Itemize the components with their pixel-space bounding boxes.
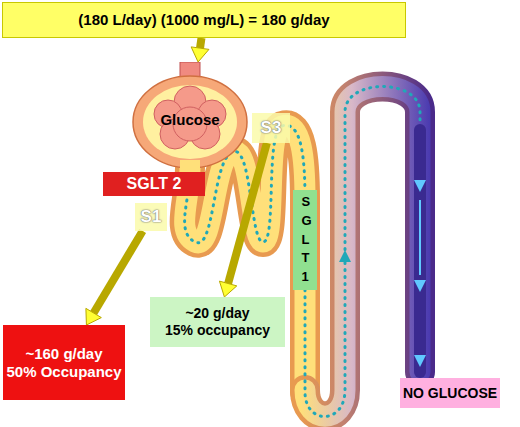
transporter-label: SGLT1 xyxy=(293,190,317,290)
arrow-shaft xyxy=(94,231,143,313)
node-text: 50% Occupancy xyxy=(6,363,121,381)
formula-box: (180 L/day) (1000 mg/L) = 180 g/day xyxy=(2,2,406,38)
segment-label: S1 xyxy=(135,203,167,231)
glucose-flow-dots xyxy=(185,87,420,417)
arrow-head xyxy=(86,308,101,325)
reabsorption-box: ~160 g/day50% Occupancy xyxy=(3,325,125,400)
node-text: (180 L/day) (1000 mg/L) = 180 g/day xyxy=(78,11,329,29)
arrow-shaft xyxy=(228,143,267,284)
arrow-shaft xyxy=(228,143,267,284)
arrow-head xyxy=(191,47,209,62)
arrow-shaft xyxy=(200,38,201,48)
flow-line xyxy=(419,200,421,275)
reabsorption-box: ~20 g/day15% occupancy xyxy=(150,297,285,347)
node-text: S1 xyxy=(141,207,162,227)
arrow-shaft xyxy=(200,38,201,48)
glomerulus: Glucose xyxy=(130,62,250,177)
flow-arrow xyxy=(219,143,266,297)
node-text: S3 xyxy=(261,118,282,138)
flow-arrowheads xyxy=(339,180,426,367)
flow-arrow xyxy=(86,231,143,325)
outcome-box: NO GLUCOSE xyxy=(400,378,500,408)
flow-arrow xyxy=(191,38,209,62)
node-text: NO GLUCOSE xyxy=(403,385,497,402)
node-text: 15% occupancy xyxy=(165,322,270,339)
node-text: ~20 g/day xyxy=(185,305,249,322)
arrow-shaft xyxy=(94,231,143,313)
segment-label: S3 xyxy=(252,113,290,143)
node-text: Glucose xyxy=(160,111,219,129)
node-text: SGLT 2 xyxy=(127,174,182,193)
node-text: SGLT1 xyxy=(301,193,308,287)
arrow-head xyxy=(219,281,236,297)
loop-and-duct xyxy=(305,87,420,417)
node-text: ~160 g/day xyxy=(25,345,102,363)
transporter-label: SGLT 2 xyxy=(103,172,205,196)
